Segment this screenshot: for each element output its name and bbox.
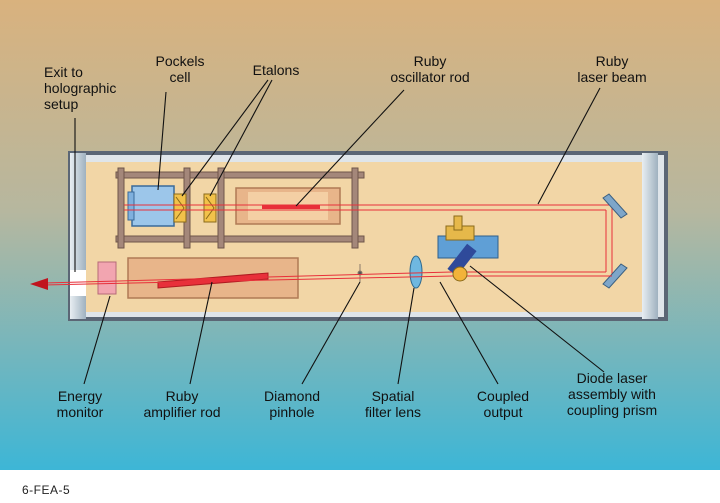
- laser-system-diagram: [0, 0, 720, 470]
- oscillator-beam: [124, 204, 613, 276]
- label-etalons: Etalons: [252, 62, 300, 78]
- diode-laser-assembly: [437, 215, 499, 282]
- output-arrow-icon: [30, 278, 48, 290]
- oscillator-frame: [115, 167, 365, 249]
- spatial-filter-lens: [409, 255, 423, 289]
- figure-caption: 6-FEA-5: [22, 483, 71, 497]
- diamond-pinhole: [357, 264, 363, 282]
- leader-lines: [74, 79, 605, 385]
- ruby-oscillator-rod: [235, 187, 341, 225]
- exit-window: [70, 270, 86, 296]
- pockels-cell: [127, 185, 175, 227]
- energy-monitor: [97, 261, 117, 295]
- fold-mirrors: [602, 193, 628, 289]
- etalons: [173, 193, 217, 223]
- output-beam: [43, 271, 453, 286]
- diagram-stage: [0, 0, 720, 470]
